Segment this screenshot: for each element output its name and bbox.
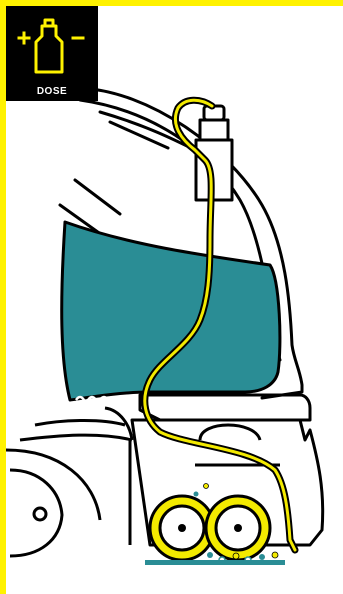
body-slant-2 bbox=[75, 180, 120, 214]
plus-icon bbox=[19, 33, 29, 43]
deck-box bbox=[200, 425, 260, 440]
front-panel-3 bbox=[20, 435, 132, 440]
front-panel-2 bbox=[35, 420, 125, 425]
water-tank bbox=[62, 222, 280, 400]
front-wheel bbox=[6, 450, 100, 556]
bottle-icon bbox=[36, 20, 62, 72]
dose-label: DOSE bbox=[6, 86, 98, 97]
brush-left bbox=[150, 496, 214, 560]
chassis-outline bbox=[140, 395, 310, 420]
dose-badge[interactable]: DOSE bbox=[6, 6, 98, 101]
floor-water-line bbox=[145, 560, 285, 565]
scrub-brushes bbox=[150, 496, 270, 560]
brush-right bbox=[206, 496, 270, 560]
